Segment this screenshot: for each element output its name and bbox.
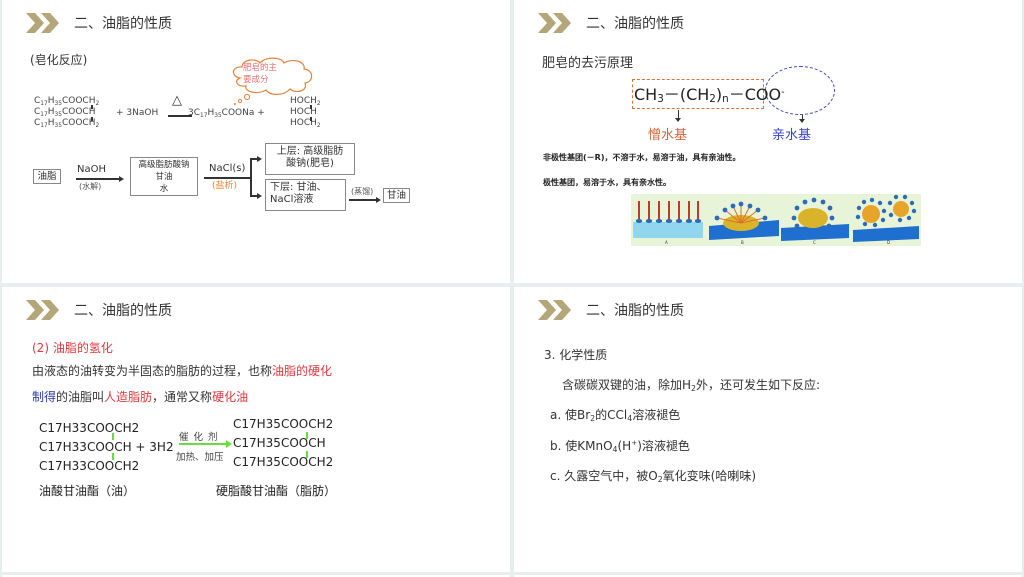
slide-header: 二、油脂的性质 — [26, 299, 172, 321]
nonpolar-description: 非极性基团(－R)，不溶于水，易溶于油，具有亲油性。 — [543, 153, 741, 162]
reactant-triglyceride: C17H35COOCH2 C17H35COOCH C17H35COOCH2 — [34, 96, 100, 129]
subtitle: (皂化反应) — [30, 53, 88, 67]
hydrophilic-label: 亲水基 — [772, 128, 812, 143]
slide-title: 二、油脂的性质 — [586, 303, 684, 319]
svg-text:D: D — [887, 240, 890, 245]
catalyst-label: 催 化 剂 — [179, 432, 219, 443]
thought-cloud-icon — [232, 57, 313, 105]
section-heading: (2) 油脂的氢化 — [32, 341, 113, 355]
slide-chemical-properties[interactable]: 二、油脂的性质 3. 化学性质 含碳碳双键的油，除加H2外，还可发生如下反应: … — [514, 287, 1022, 572]
double-chevron-icon — [26, 300, 62, 320]
hydrogenation-line2: 制得的油脂叫人造脂肪，通常又称硬化油 — [32, 390, 249, 404]
conditions-label: 加热、加压 — [176, 452, 224, 463]
down-arrow-icon — [799, 119, 805, 123]
subtitle: 肥皂的去污原理 — [542, 56, 634, 71]
slide-title: 二、油脂的性质 — [74, 303, 172, 319]
hydrophilic-ellipse — [765, 66, 835, 115]
svg-text:B: B — [741, 240, 744, 245]
polar-description: 极性基团，易溶于水，具有亲水性。 — [543, 178, 671, 187]
flow-step1-note: (水解) — [79, 182, 102, 191]
slide-hydrogenation[interactable]: 二、油脂的性质 (2) 油脂的氢化 由液态的油转变为半固态的脂肪的过程，也称油脂… — [2, 287, 510, 572]
flow-lower-layer-box: 下层: 甘油、 NaCl溶液 — [265, 179, 346, 211]
slide-header: 二、油脂的性质 — [538, 12, 684, 34]
flow-start-box: 油脂 — [33, 169, 61, 184]
reaction-arrow — [179, 443, 229, 445]
slide-next-partial[interactable] — [514, 575, 1022, 577]
heat-triangle-icon: △ — [172, 93, 182, 108]
flow-step3-note: (蒸馏) — [351, 187, 374, 196]
properties-heading: 3. 化学性质 — [544, 348, 608, 362]
reactant-olein: C17H33COOCH2 C17H33COOCH + 3H2 C17H33COO… — [39, 421, 174, 473]
flow-upper-layer-box: 上层: 高级脂肪 酸钠(肥皂) — [265, 143, 355, 175]
down-arrow-icon — [675, 118, 681, 122]
hydrophobic-box — [632, 79, 764, 109]
flow-step1-label: NaOH — [77, 164, 106, 175]
hydrogenation-line1: 由液态的油转变为半固态的脂肪的过程，也称油脂的硬化 — [32, 364, 333, 378]
property-item-c: c. 久露空气中，被O2氧化变味(哈喇味) — [550, 469, 757, 484]
properties-intro: 含碳碳双键的油，除加H2外，还可发生如下反应: — [562, 378, 821, 393]
arrow-head-icon — [226, 440, 232, 448]
slide-title: 二、油脂的性质 — [74, 16, 172, 32]
slide-soap-principle[interactable]: 二、油脂的性质 肥皂的去污原理 CH3－(CH2)n－COO- 憎水基 亲水基 … — [514, 0, 1022, 283]
double-chevron-icon — [538, 300, 574, 320]
product-name: 硬脂酸甘油酯（脂肪） — [216, 484, 337, 498]
product-soap: 3C17H35COONa + — [188, 108, 265, 119]
flow-step2-label: NaCl(s) — [209, 163, 246, 174]
callout-text: 肥皂的主 要成分 — [243, 63, 278, 85]
product-glycerol: HOCH2 HOCH HOCH2 — [290, 96, 321, 129]
double-chevron-icon — [538, 13, 574, 33]
slide-header: 二、油脂的性质 — [26, 12, 172, 34]
flow-step2-note: (盐析) — [212, 181, 238, 191]
svg-text:C: C — [813, 240, 816, 245]
product-stearin: C17H35COOCH2 C17H35COOCH C17H35COOCH2 — [233, 417, 334, 469]
flow-mixture-box: 高级脂肪酸钠 甘油 水 — [130, 157, 198, 196]
detergent-action-figure: A B C D — [631, 194, 921, 246]
slide-header: 二、油脂的性质 — [538, 299, 684, 321]
reactant-name: 油酸甘油酯（油） — [39, 484, 136, 498]
property-item-a: a. 使Br2的CCl4溶液褪色 — [550, 408, 681, 423]
plus-naoh: + 3NaOH — [116, 108, 159, 118]
double-chevron-icon — [26, 13, 62, 33]
svg-text:A: A — [665, 240, 668, 245]
soap-formula: CH3－(CH2)n－COO- — [634, 85, 785, 105]
slide-next-partial[interactable] — [2, 575, 510, 577]
property-item-b: b. 使KMnO4(H+)溶液褪色 — [550, 438, 690, 454]
hydrophobic-label: 憎水基 — [648, 128, 688, 143]
slide-saponification[interactable]: 二、油脂的性质 (皂化反应) 肥皂的主 要成分 C17H35COOCH2 C17… — [2, 0, 510, 283]
slide-title: 二、油脂的性质 — [586, 16, 684, 32]
flow-end-box: 甘油 — [383, 188, 410, 203]
